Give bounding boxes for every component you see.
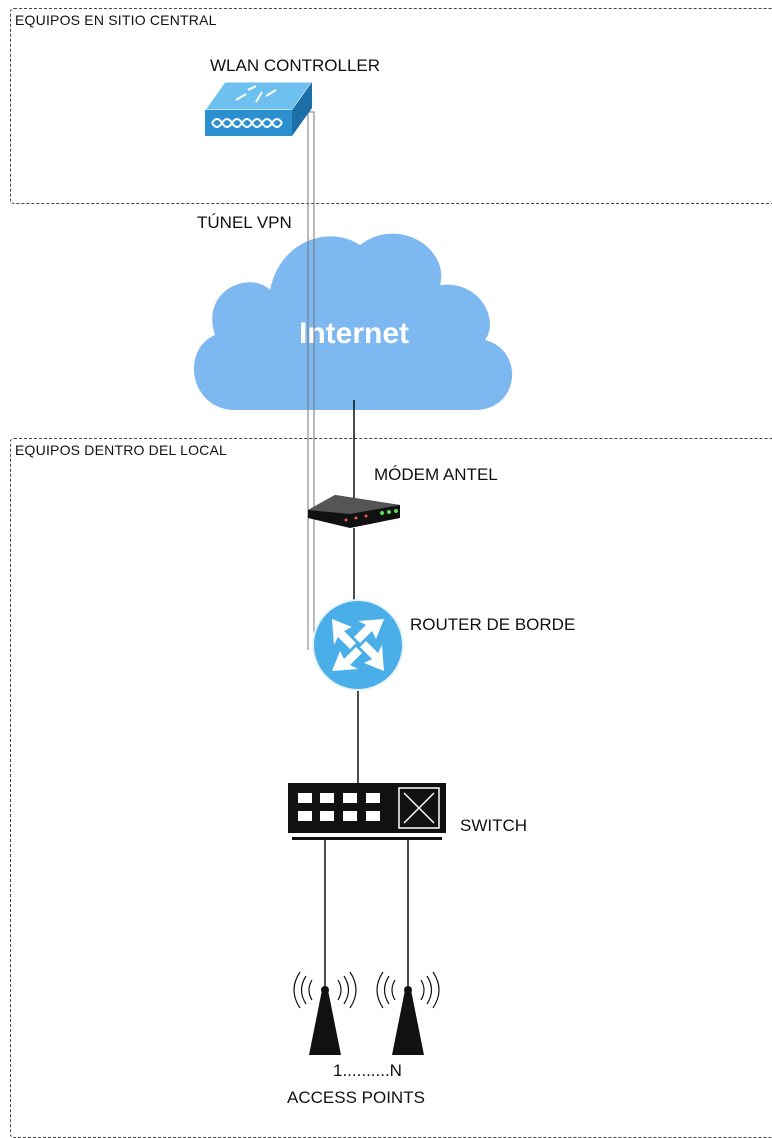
vpn-tunnel-label: TÚNEL VPN	[197, 213, 292, 232]
internet-label: Internet	[299, 317, 409, 350]
switch-icon	[288, 783, 446, 840]
switch-label: SWITCH	[460, 816, 528, 835]
ap-range-label: 1..........N	[333, 1061, 402, 1080]
access-point-icon	[293, 971, 357, 1055]
internet-cloud: Internet	[193, 233, 513, 410]
modem-label: MÓDEM ANTEL	[374, 465, 498, 484]
modem-icon	[308, 495, 400, 528]
router-label: ROUTER DE BORDE	[410, 615, 576, 634]
wlan-controller-label: WLAN CONTROLLER	[210, 56, 381, 75]
zone-central-site: EQUIPOS EN SITIO CENTRAL	[10, 8, 772, 204]
access-points-label: ACCESS POINTS	[287, 1088, 425, 1107]
zone-local-site-label: EQUIPOS DENTRO DEL LOCAL	[15, 442, 227, 458]
wlan-controller-icon	[204, 81, 313, 136]
router-icon	[312, 599, 404, 691]
connection-lines	[324, 400, 409, 990]
zone-central-site-label: EQUIPOS EN SITIO CENTRAL	[15, 12, 217, 28]
access-point-icon	[376, 971, 440, 1055]
